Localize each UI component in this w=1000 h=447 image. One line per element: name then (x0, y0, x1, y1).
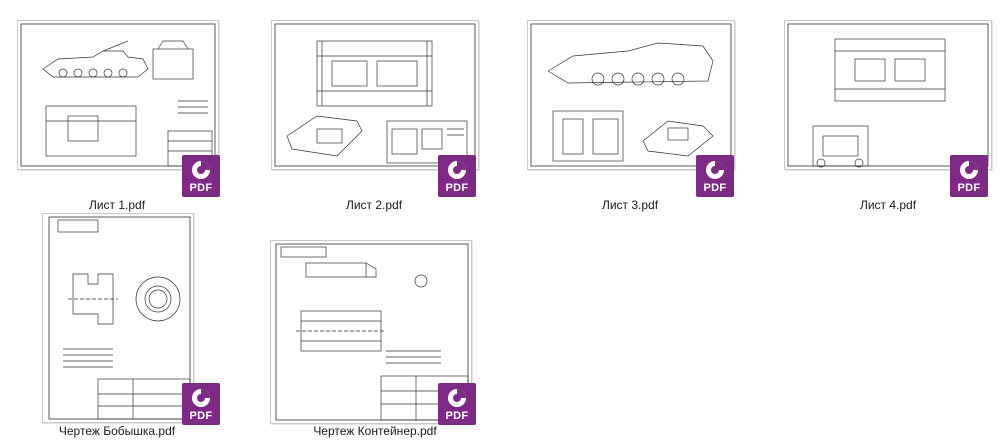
pdf-file-icon: PDF (182, 155, 220, 197)
file-name[interactable]: Чертеж Контейнер.pdf (313, 424, 437, 438)
pdf-thumbnail[interactable] (527, 20, 735, 170)
pdf-file-icon: PDF (438, 383, 476, 425)
drawing-preview (275, 243, 469, 421)
drawing-preview (787, 23, 989, 168)
pdf-thumbnail[interactable] (271, 20, 479, 170)
file-name[interactable]: Чертеж Бобышка.pdf (58, 424, 176, 438)
pdf-badge-label: PDF (703, 182, 727, 194)
pdf-badge-label: PDF (445, 182, 469, 194)
file-name[interactable]: Лист 2.pdf (345, 198, 403, 212)
pdf-thumbnail[interactable] (17, 20, 219, 170)
file-name[interactable]: Лист 3.pdf (601, 198, 659, 212)
drawing-preview (48, 216, 191, 420)
pdf-file-icon: PDF (182, 383, 220, 425)
file-name[interactable]: Лист 1.pdf (88, 198, 146, 212)
pdf-badge-label: PDF (189, 410, 213, 422)
pdf-file-icon: PDF (950, 155, 988, 197)
file-name[interactable]: Лист 4.pdf (859, 198, 917, 212)
pdf-badge-label: PDF (189, 182, 213, 194)
pdf-thumbnail[interactable] (784, 20, 992, 170)
drawing-preview (530, 23, 732, 167)
pdf-file-icon: PDF (438, 155, 476, 197)
drawing-preview (20, 23, 216, 167)
pdf-badge-label: PDF (957, 182, 981, 194)
pdf-thumbnail[interactable] (42, 213, 194, 423)
pdf-badge-label: PDF (445, 410, 469, 422)
pdf-file-icon: PDF (696, 155, 734, 197)
drawing-preview (274, 23, 476, 167)
